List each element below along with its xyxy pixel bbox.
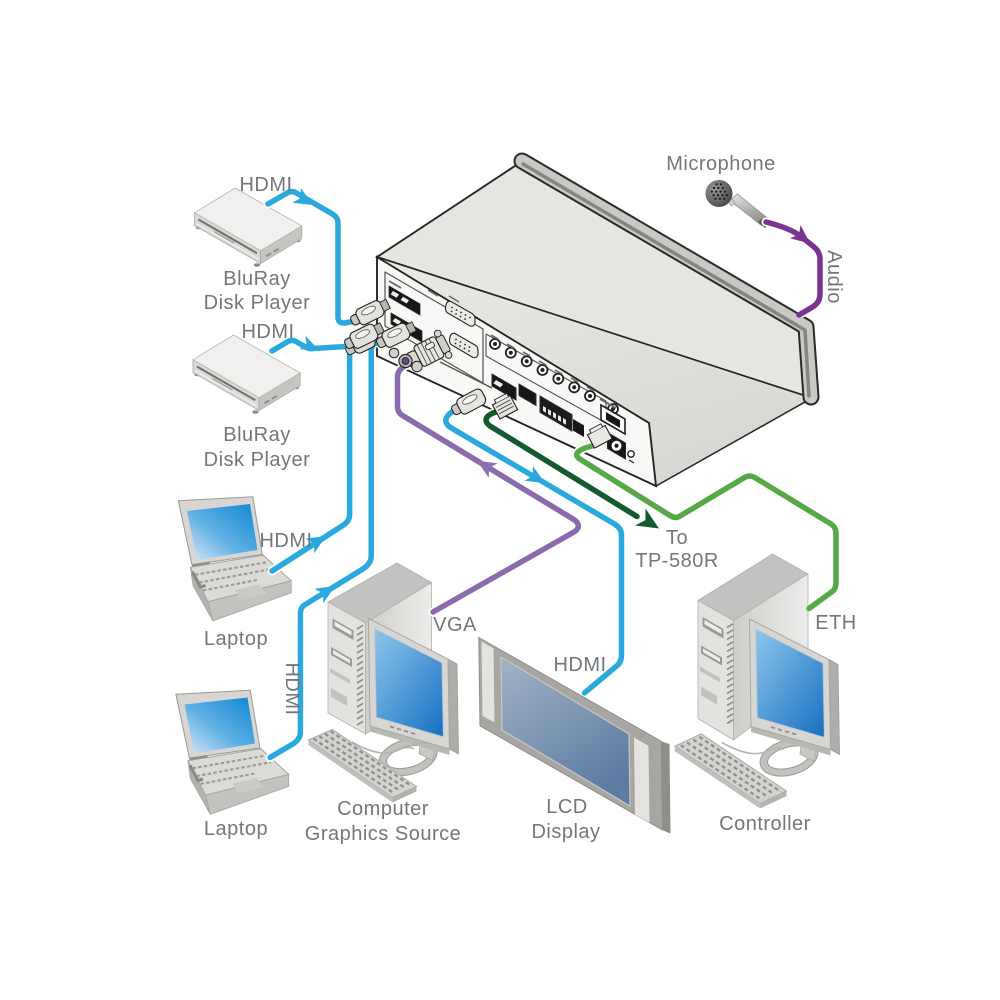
svg-text:Graphics Source: Graphics Source <box>305 823 461 845</box>
svg-text:LCD: LCD <box>546 796 588 818</box>
svg-text:To: To <box>666 527 688 549</box>
svg-text:BluRay: BluRay <box>223 268 290 290</box>
svg-text:HDMI: HDMI <box>259 530 312 552</box>
svg-text:ETH: ETH <box>815 612 857 634</box>
svg-text:Disk Player: Disk Player <box>204 292 311 314</box>
svg-text:Laptop: Laptop <box>204 818 268 840</box>
svg-text:HDMI: HDMI <box>553 654 606 676</box>
svg-text:HDMI: HDMI <box>239 174 292 196</box>
svg-text:VGA: VGA <box>433 614 477 636</box>
svg-text:HDMI: HDMI <box>281 662 303 715</box>
svg-text:Computer: Computer <box>337 798 429 820</box>
svg-text:Laptop: Laptop <box>204 628 268 650</box>
svg-text:Audio: Audio <box>823 250 845 304</box>
svg-text:HDMI: HDMI <box>241 321 294 343</box>
svg-text:Display: Display <box>531 821 600 843</box>
svg-text:Microphone: Microphone <box>666 153 776 175</box>
svg-text:BluRay: BluRay <box>223 424 290 446</box>
svg-text:TP-580R: TP-580R <box>635 550 719 572</box>
svg-text:Disk Player: Disk Player <box>204 449 311 471</box>
svg-text:Controller: Controller <box>719 813 811 835</box>
